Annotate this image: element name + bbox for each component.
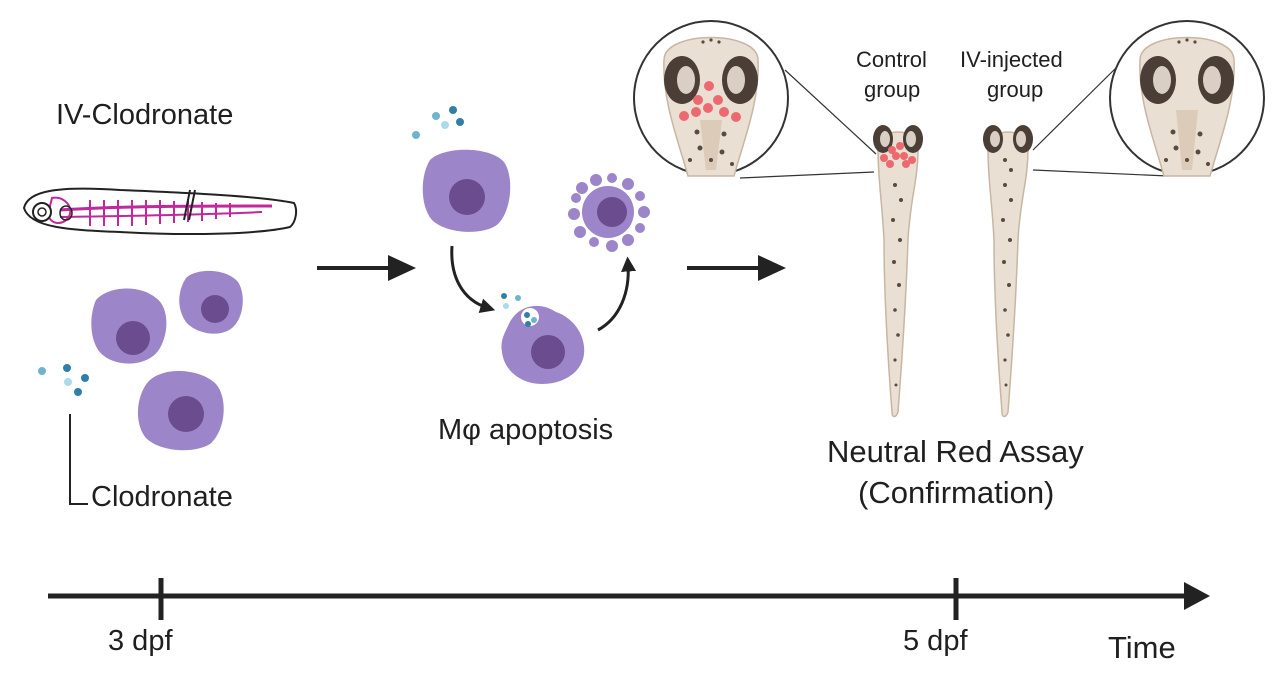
zoom-connector-lines — [739, 61, 1169, 179]
stage-arrow — [317, 255, 416, 281]
injected-zebrafish-icon — [983, 125, 1033, 418]
curved-arrow-uptake — [450, 245, 496, 313]
zebrafish-larva-icon — [22, 187, 298, 236]
stage-arrow — [687, 255, 786, 281]
diagram-title: IV-Clodronate — [56, 99, 234, 131]
timeline-tick-label: 3 dpf — [108, 625, 173, 657]
macrophage-cell — [137, 370, 224, 451]
assay-label: Neutral Red Assay — [827, 434, 1084, 469]
timeline-axis-label: Time — [1108, 630, 1176, 665]
injected-group-label-line2: group — [987, 77, 1044, 102]
injected-group-label: IV-injected — [960, 47, 1063, 72]
control-head-zoom-icon — [633, 20, 789, 177]
macrophage-cell — [422, 149, 511, 232]
injected-head-zoom-icon — [1109, 20, 1265, 177]
apoptosis-label: Mφ apoptosis — [438, 414, 614, 446]
control-zebrafish-icon — [873, 125, 923, 418]
assay-sublabel: (Confirmation) — [858, 475, 1055, 510]
timeline-axis — [48, 578, 1210, 620]
curved-arrow-apoptosis — [597, 256, 637, 332]
macrophage-cell — [179, 270, 243, 334]
timeline-tick-label: 5 dpf — [903, 625, 968, 657]
clodronate-pointer-line — [69, 414, 88, 505]
clodronate-particles — [412, 106, 464, 139]
control-group-label: Control — [856, 47, 927, 72]
apoptotic-macrophage — [568, 173, 650, 252]
macrophage-cell — [91, 288, 167, 364]
clodronate-particles — [38, 364, 89, 396]
control-group-label-line2: group — [864, 77, 921, 102]
phagocytosing-macrophage — [501, 293, 585, 384]
clodronate-label: Clodronate — [91, 481, 233, 513]
